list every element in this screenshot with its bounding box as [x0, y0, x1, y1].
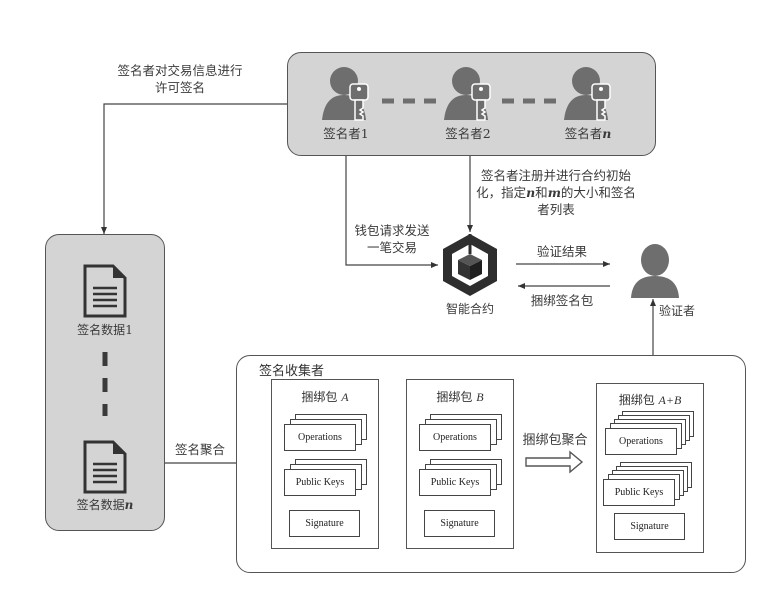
verifier-person-icon [631, 244, 679, 298]
annotation-text: 和 [535, 185, 548, 200]
annotation-sig-aggregate: 签名聚合 [174, 442, 225, 457]
signer-label-text: 签名者 [564, 126, 603, 141]
annotation-register: 签名者注册并进行合约初始 化，指定n和m的大小和签名 者列表 [476, 167, 636, 218]
bundle-title-text: 捆绑包 [618, 393, 655, 407]
annotation-line: 签名者注册并进行合约初始 [480, 168, 631, 183]
signer-label-text: 签名者 [445, 126, 483, 141]
annotation-line: 钱包请求发送 [354, 223, 430, 238]
operations-card: Operations [419, 424, 491, 451]
public-keys-card: Public Keys [284, 469, 356, 496]
signature-data-text: 签名数据 [77, 323, 126, 337]
signer-label-index: 1 [360, 126, 369, 141]
document-icon [83, 264, 127, 318]
vertical-ellipsis-dash [102, 352, 108, 416]
bundle-name: A [341, 390, 349, 404]
signer-label-index: n [602, 126, 612, 141]
collector-title: 签名收集者 [259, 364, 325, 379]
arrow-signers-to-data [101, 103, 288, 234]
signer-ellipsis-dash [382, 98, 442, 104]
signature-data-index: 1 [125, 323, 133, 337]
annotation-bundle-aggregate: 捆绑包聚合 [522, 433, 588, 448]
signer-label-index: 2 [482, 126, 491, 141]
annotation-bundle-package: 捆绑签名包 [530, 293, 594, 308]
verifier-label: 验证者 [658, 304, 695, 318]
bundle-title-text: 捆绑包 [436, 390, 473, 404]
annotation-line: 化，指定n和m的大小和签名 [476, 184, 636, 201]
signature-data-label: 签名数据n [65, 497, 145, 514]
hollow-arrow-icon [525, 450, 584, 474]
bundle-name: A+B [658, 393, 682, 407]
signature-card: Signature [614, 513, 685, 540]
annotation-line: 许可签名 [154, 80, 205, 95]
smart-contract-icon [443, 234, 497, 296]
annotation-sign-transaction: 签名者对交易信息进行 许可签名 [100, 62, 260, 96]
annotation-var-n: n [526, 185, 536, 200]
bundle-name: B [476, 390, 484, 404]
document-icon [83, 440, 127, 494]
smart-contract-label: 智能合约 [445, 302, 494, 316]
operations-card: Operations [284, 424, 356, 451]
signature-data-text: 签名数据 [76, 498, 125, 512]
annotation-verify-result: 验证结果 [536, 244, 587, 259]
signer-key-icon [444, 67, 491, 121]
signer-label: 签名者2 [438, 125, 498, 142]
signature-card: Signature [424, 510, 495, 537]
annotation-line: 者列表 [537, 202, 575, 217]
public-keys-card: Public Keys [419, 469, 491, 496]
signer-ellipsis-dash [502, 98, 562, 104]
annotation-var-m: m [547, 185, 561, 200]
annotation-line: 一笔交易 [366, 240, 417, 255]
operations-card: Operations [605, 428, 677, 455]
annotation-line: 签名者对交易信息进行 [117, 63, 243, 78]
signature-data-index: n [124, 498, 134, 512]
signature-data-label: 签名数据1 [65, 322, 145, 339]
annotation-text: 的大小和签名 [560, 185, 636, 200]
bundle-title: 捆绑包 A+B [597, 391, 703, 408]
signature-card: Signature [289, 510, 360, 537]
signer-key-icon [564, 67, 611, 121]
annotation-text: 化，指定 [476, 185, 527, 200]
annotation-wallet-request: 钱包请求发送 一笔交易 [352, 222, 432, 256]
signer-label: 签名者1 [316, 125, 376, 142]
signer-label-text: 签名者 [323, 126, 361, 141]
bundle-title-text: 捆绑包 [301, 390, 338, 404]
signer-key-icon [322, 67, 369, 121]
signer-label: 签名者n [558, 125, 618, 142]
public-keys-card: Public Keys [603, 479, 675, 506]
bundle-title: 捆绑包 B [407, 388, 513, 405]
bundle-title: 捆绑包 A [272, 388, 378, 405]
